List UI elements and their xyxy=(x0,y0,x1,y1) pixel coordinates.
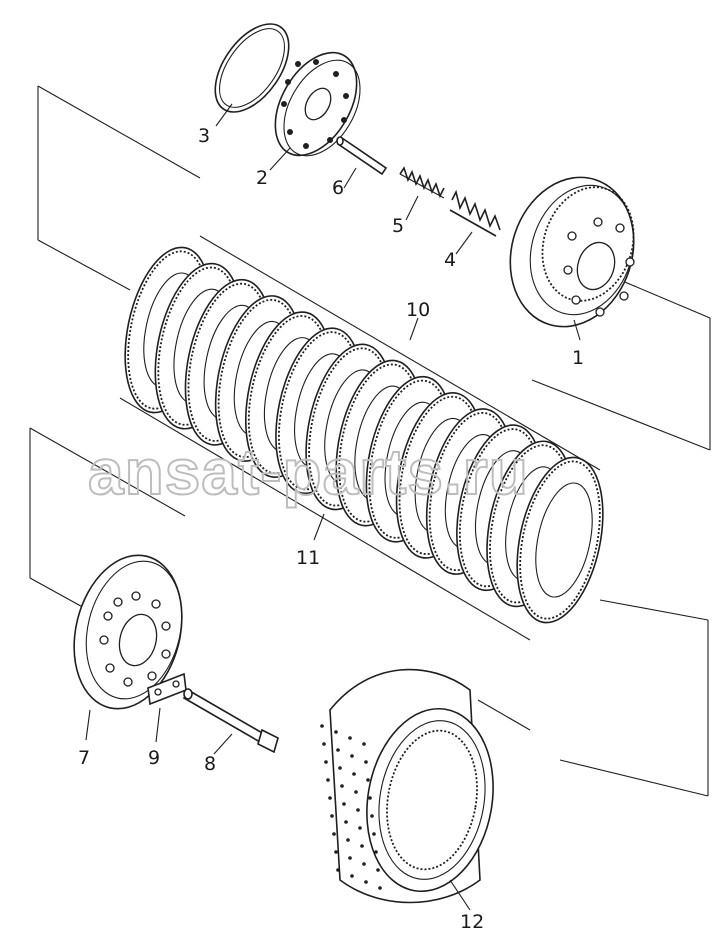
drum-hole xyxy=(342,802,346,806)
drum-hole xyxy=(352,772,356,776)
drum-hole xyxy=(356,808,360,812)
callout-9: 9 xyxy=(148,747,160,769)
drum-hole xyxy=(348,856,352,860)
bolt-part xyxy=(182,688,279,754)
clutch-disc-stack xyxy=(119,235,604,641)
drum-hole xyxy=(354,790,358,794)
drum-hole xyxy=(334,730,338,734)
drum-hole xyxy=(350,754,354,758)
drum-hole xyxy=(344,820,348,824)
end-plate-part xyxy=(73,554,183,710)
drum-hole xyxy=(336,868,340,872)
callout-10: 10 xyxy=(406,299,430,321)
callout-labels: 3 2 6 5 4 1 10 11 7 9 8 12 xyxy=(78,125,584,933)
pin-part xyxy=(336,136,388,176)
drum-hole xyxy=(376,868,380,872)
drum-hole xyxy=(330,814,334,818)
spring-small-part xyxy=(399,166,445,199)
callout-4: 4 xyxy=(444,249,456,271)
drum-hole xyxy=(324,760,328,764)
lower-assembly-guide-lines xyxy=(29,427,709,797)
drum-hole xyxy=(370,814,374,818)
piston-plate-part xyxy=(274,51,361,157)
hub-gear-part xyxy=(509,176,635,328)
drum-hole xyxy=(366,778,370,782)
drum-hole xyxy=(348,736,352,740)
drum-hole xyxy=(364,880,368,884)
callout-11: 11 xyxy=(296,547,320,569)
drum-hole xyxy=(346,838,350,842)
callout-8: 8 xyxy=(204,753,216,775)
drum-hole xyxy=(374,850,378,854)
drum-hole xyxy=(340,784,344,788)
drum-hole xyxy=(320,724,324,728)
drum-hole xyxy=(328,796,332,800)
drum-hole xyxy=(358,826,362,830)
callout-1: 1 xyxy=(572,347,584,369)
drum-hole xyxy=(336,748,340,752)
callout-6: 6 xyxy=(332,177,344,199)
drum-hole xyxy=(368,796,372,800)
drum-hole xyxy=(360,844,364,848)
friction-disc xyxy=(516,456,604,624)
drum-hole xyxy=(326,778,330,782)
drum-hole xyxy=(362,862,366,866)
drum-hole xyxy=(364,760,368,764)
spring-large-part xyxy=(449,189,501,237)
callout-7: 7 xyxy=(78,747,90,769)
drum-hole xyxy=(322,742,326,746)
drum-hole xyxy=(338,766,342,770)
drum-hole xyxy=(334,850,338,854)
callout-5: 5 xyxy=(392,215,404,237)
watermark: ansat-parts.ru xyxy=(88,436,529,508)
drum-hole xyxy=(378,886,382,890)
drum-hole xyxy=(362,742,366,746)
snap-ring-part xyxy=(214,23,290,113)
drum-hole xyxy=(332,832,336,836)
drum-hole xyxy=(350,874,354,878)
disc-pack-outline xyxy=(119,235,601,641)
callout-3: 3 xyxy=(198,125,210,147)
drum-hole xyxy=(372,832,376,836)
drum-part xyxy=(320,668,494,904)
callout-2: 2 xyxy=(256,167,268,189)
callout-12: 12 xyxy=(460,911,484,933)
leader-lines xyxy=(85,103,581,911)
upper-assembly-guide-lines xyxy=(37,85,711,451)
